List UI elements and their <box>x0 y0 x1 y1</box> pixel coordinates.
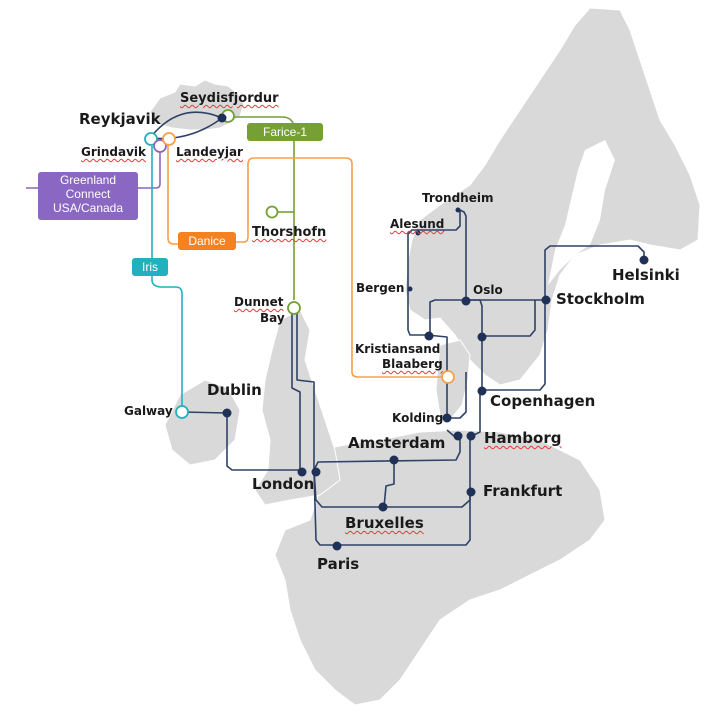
stockholm-node-icon <box>541 295 551 305</box>
label-alesund: Alesund <box>390 217 445 231</box>
iris-cable <box>151 146 183 406</box>
seydisfjordur-node-icon <box>217 113 227 123</box>
label-kristiansand: Kristiansand <box>355 342 441 356</box>
reykjavik-station-icon <box>144 132 158 146</box>
danice-tag: Danice <box>178 232 236 250</box>
label-paris: Paris <box>317 555 360 573</box>
label-blaaberg: Blaaberg <box>382 357 443 371</box>
kolding-node-icon <box>442 413 452 423</box>
greenland-connect-line-3: USA/Canada <box>52 200 124 215</box>
greenland-connect-line-2: Connect <box>65 186 111 201</box>
label-amsterdam: Amsterdam <box>348 434 446 452</box>
kristiansand-node-icon <box>424 331 434 341</box>
label-bergen: Bergen <box>356 281 405 295</box>
label-landeyjar: Landeyjar <box>176 145 243 159</box>
gulf-of-bothnia <box>548 140 615 285</box>
galway-station-icon <box>175 405 189 419</box>
hamborg-node-b-icon <box>466 431 476 441</box>
label-helsinki: Helsinki <box>612 266 680 284</box>
greenland-connect-tag: Greenland Connect USA/Canada <box>38 172 138 220</box>
label-dunnet: Dunnet <box>234 295 284 309</box>
label-kolding: Kolding <box>392 411 444 425</box>
blaaberg-station-icon <box>441 370 455 384</box>
terrestrial-routes <box>149 111 645 546</box>
bruxelles-node-icon <box>378 502 388 512</box>
label-bay: Bay <box>260 311 285 325</box>
continental-europe <box>274 429 606 706</box>
greenland-connect-cable <box>26 146 161 189</box>
london-node-a-icon <box>297 467 307 477</box>
landeyjar-station-icon <box>162 132 176 146</box>
scandinavia-landmass <box>404 7 701 386</box>
hamborg-node-a-icon <box>453 431 463 441</box>
label-london: London <box>252 475 315 493</box>
southsweden-node-icon <box>477 332 487 342</box>
frankfurt-node-icon <box>466 487 476 497</box>
label-seydisfjordur: Seydisfjordur <box>180 91 279 106</box>
grindavik-station-icon <box>153 139 167 153</box>
label-oslo: Oslo <box>473 283 503 297</box>
label-hamborg: Hamborg <box>484 429 562 447</box>
label-frankfurt: Frankfurt <box>483 482 563 500</box>
london-node-b-icon <box>311 467 321 477</box>
farice-1-tag: Farice-1 <box>247 123 323 141</box>
land-masses <box>149 7 701 706</box>
iris-tag: Iris <box>132 258 168 276</box>
dunnet-bay-station-icon <box>287 301 301 315</box>
landing-stations <box>144 109 455 419</box>
label-reykjavik: Reykjavik <box>79 110 161 128</box>
paris-node-icon <box>332 541 342 551</box>
amsterdam-node-icon <box>389 455 399 465</box>
label-bruxelles: Bruxelles <box>345 514 424 532</box>
label-copenhagen: Copenhagen <box>490 392 596 410</box>
alesund-node-icon <box>415 230 421 236</box>
bergen-node-icon <box>407 286 413 292</box>
danice-cable <box>167 138 441 378</box>
oslo-node-icon <box>461 296 471 306</box>
label-thorshofn: Thorshofn <box>252 225 327 240</box>
dublin-node-icon <box>222 408 232 418</box>
greenland-connect-line-1: Greenland <box>59 173 117 187</box>
trondheim-node-icon <box>455 207 461 213</box>
label-trondheim: Trondheim <box>422 191 494 205</box>
helsinki-node-icon <box>639 255 649 265</box>
label-grindavik: Grindavik <box>81 145 147 159</box>
label-stockholm: Stockholm <box>556 290 645 308</box>
copenhagen-node-icon <box>477 386 487 396</box>
great-britain <box>254 309 341 506</box>
thorshofn-station-icon <box>265 205 279 219</box>
network-nodes <box>217 113 649 551</box>
label-galway: Galway <box>124 404 173 418</box>
label-dublin: Dublin <box>207 381 262 399</box>
ireland <box>164 379 241 466</box>
